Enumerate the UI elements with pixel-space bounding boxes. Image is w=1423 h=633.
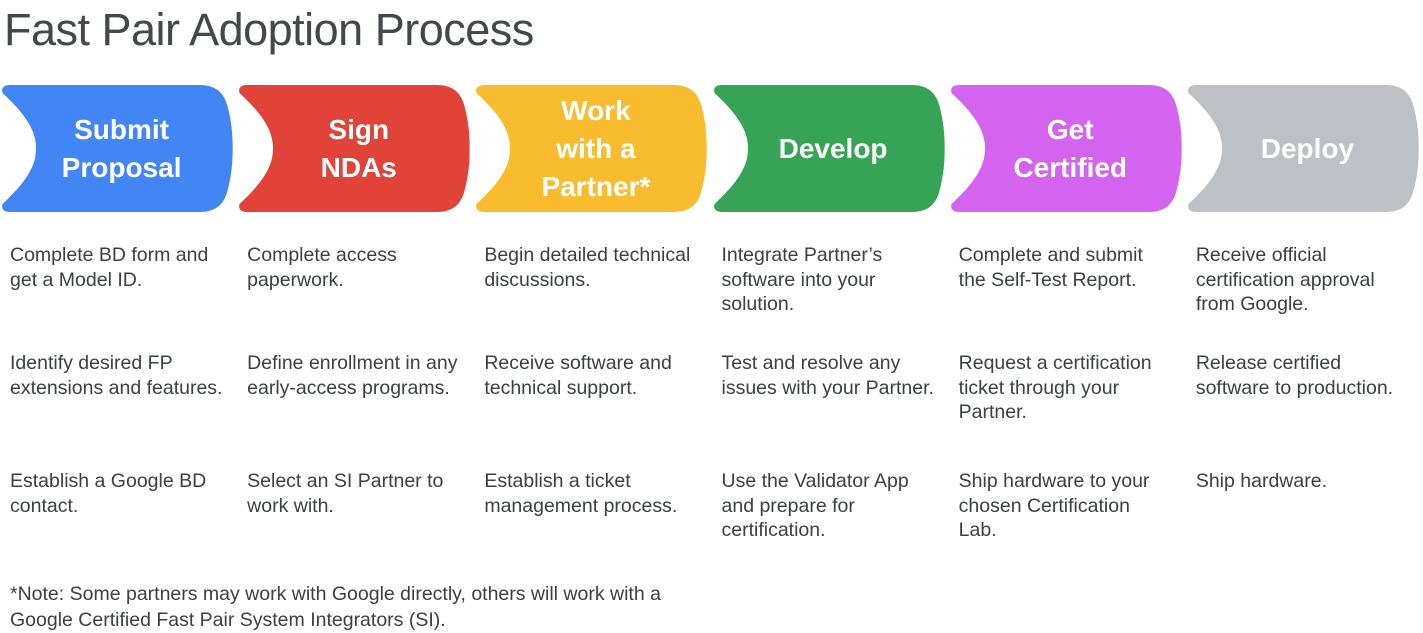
step-label: Deploy <box>1260 132 1355 164</box>
ribbon-arrow-shape <box>2 85 233 212</box>
step-detail: Complete BD form and get a Model ID. <box>10 244 209 291</box>
step-column-work-with-partner: Work with a Partner* Begin detailed tech… <box>474 85 711 543</box>
footnote: *Note: Some partners may work with Googl… <box>10 583 661 631</box>
step-detail: Test and resolve any issues with your Pa… <box>721 352 934 399</box>
step-detail: Complete and submit the Self-Test Report… <box>958 244 1143 291</box>
step-shape-deploy: Deploy <box>1186 85 1423 212</box>
step-label: Develop <box>778 132 888 164</box>
step-detail: Use the Validator App and prepare for ce… <box>721 470 909 541</box>
step-detail: Establish a Google BD contact. <box>10 470 207 517</box>
ribbon-arrow-shape <box>950 85 1182 212</box>
ribbon-arrow-shape <box>713 85 945 212</box>
process-steps: Submit Proposal Complete BD form and get… <box>0 85 1423 543</box>
step-detail: Ship hardware to your chosen Certificati… <box>958 470 1150 541</box>
step-detail: Receive official certification approval … <box>1195 244 1375 315</box>
step-column-get-certified: Get Certified Complete and submit the Se… <box>949 85 1186 543</box>
step-shape-get-certified: Get Certified <box>949 85 1186 212</box>
step-shape-submit-proposal: Submit Proposal <box>0 85 237 212</box>
step-column-sign-ndas: Sign NDAs Complete access paperwork. Def… <box>237 85 474 543</box>
step-detail: Define enrollment in any early-access pr… <box>247 352 458 399</box>
step-detail: Identify desired FP extensions and featu… <box>10 352 223 399</box>
step-detail: Request a certification ticket through y… <box>958 352 1152 423</box>
step-label: Get Certified <box>1013 113 1128 183</box>
step-detail: Integrate Partner’s software into your s… <box>721 244 883 315</box>
step-detail: Establish a ticket management process. <box>484 470 678 517</box>
ribbon-arrow-path <box>1187 85 1419 212</box>
step-detail: Release certified software to production… <box>1195 352 1394 399</box>
step-detail: Receive software and technical support. <box>484 352 672 399</box>
ribbon-arrow-path <box>2 85 233 212</box>
step-label: Submit Proposal <box>61 113 182 183</box>
page-title: Fast Pair Adoption Process <box>4 4 534 55</box>
ribbon-arrow-path <box>950 85 1182 212</box>
step-detail: Select an SI Partner to work with. <box>247 470 444 517</box>
step-shape-sign-ndas: Sign NDAs <box>237 85 474 212</box>
step-label: Work with a Partner* <box>541 94 651 202</box>
ribbon-arrow-path <box>476 85 707 212</box>
step-column-develop: Develop Integrate Partner’s software int… <box>712 85 949 543</box>
step-column-deploy: Deploy Receive official certification ap… <box>1186 85 1423 543</box>
step-detail: Begin detailed technical discussions. <box>484 244 691 291</box>
step-label: Sign NDAs <box>320 113 397 183</box>
step-shape-develop: Develop <box>712 85 949 212</box>
ribbon-arrow-path <box>239 85 470 212</box>
ribbon-arrow-path <box>713 85 945 212</box>
ribbon-arrow-shape <box>1187 85 1419 212</box>
ribbon-arrow-shape <box>239 85 470 212</box>
step-column-submit-proposal: Submit Proposal Complete BD form and get… <box>0 85 237 543</box>
step-shape-work-with-partner: Work with a Partner* <box>474 85 711 212</box>
ribbon-arrow-shape <box>476 85 707 212</box>
step-detail: Ship hardware. <box>1195 470 1327 492</box>
step-detail: Complete access paperwork. <box>247 244 397 291</box>
